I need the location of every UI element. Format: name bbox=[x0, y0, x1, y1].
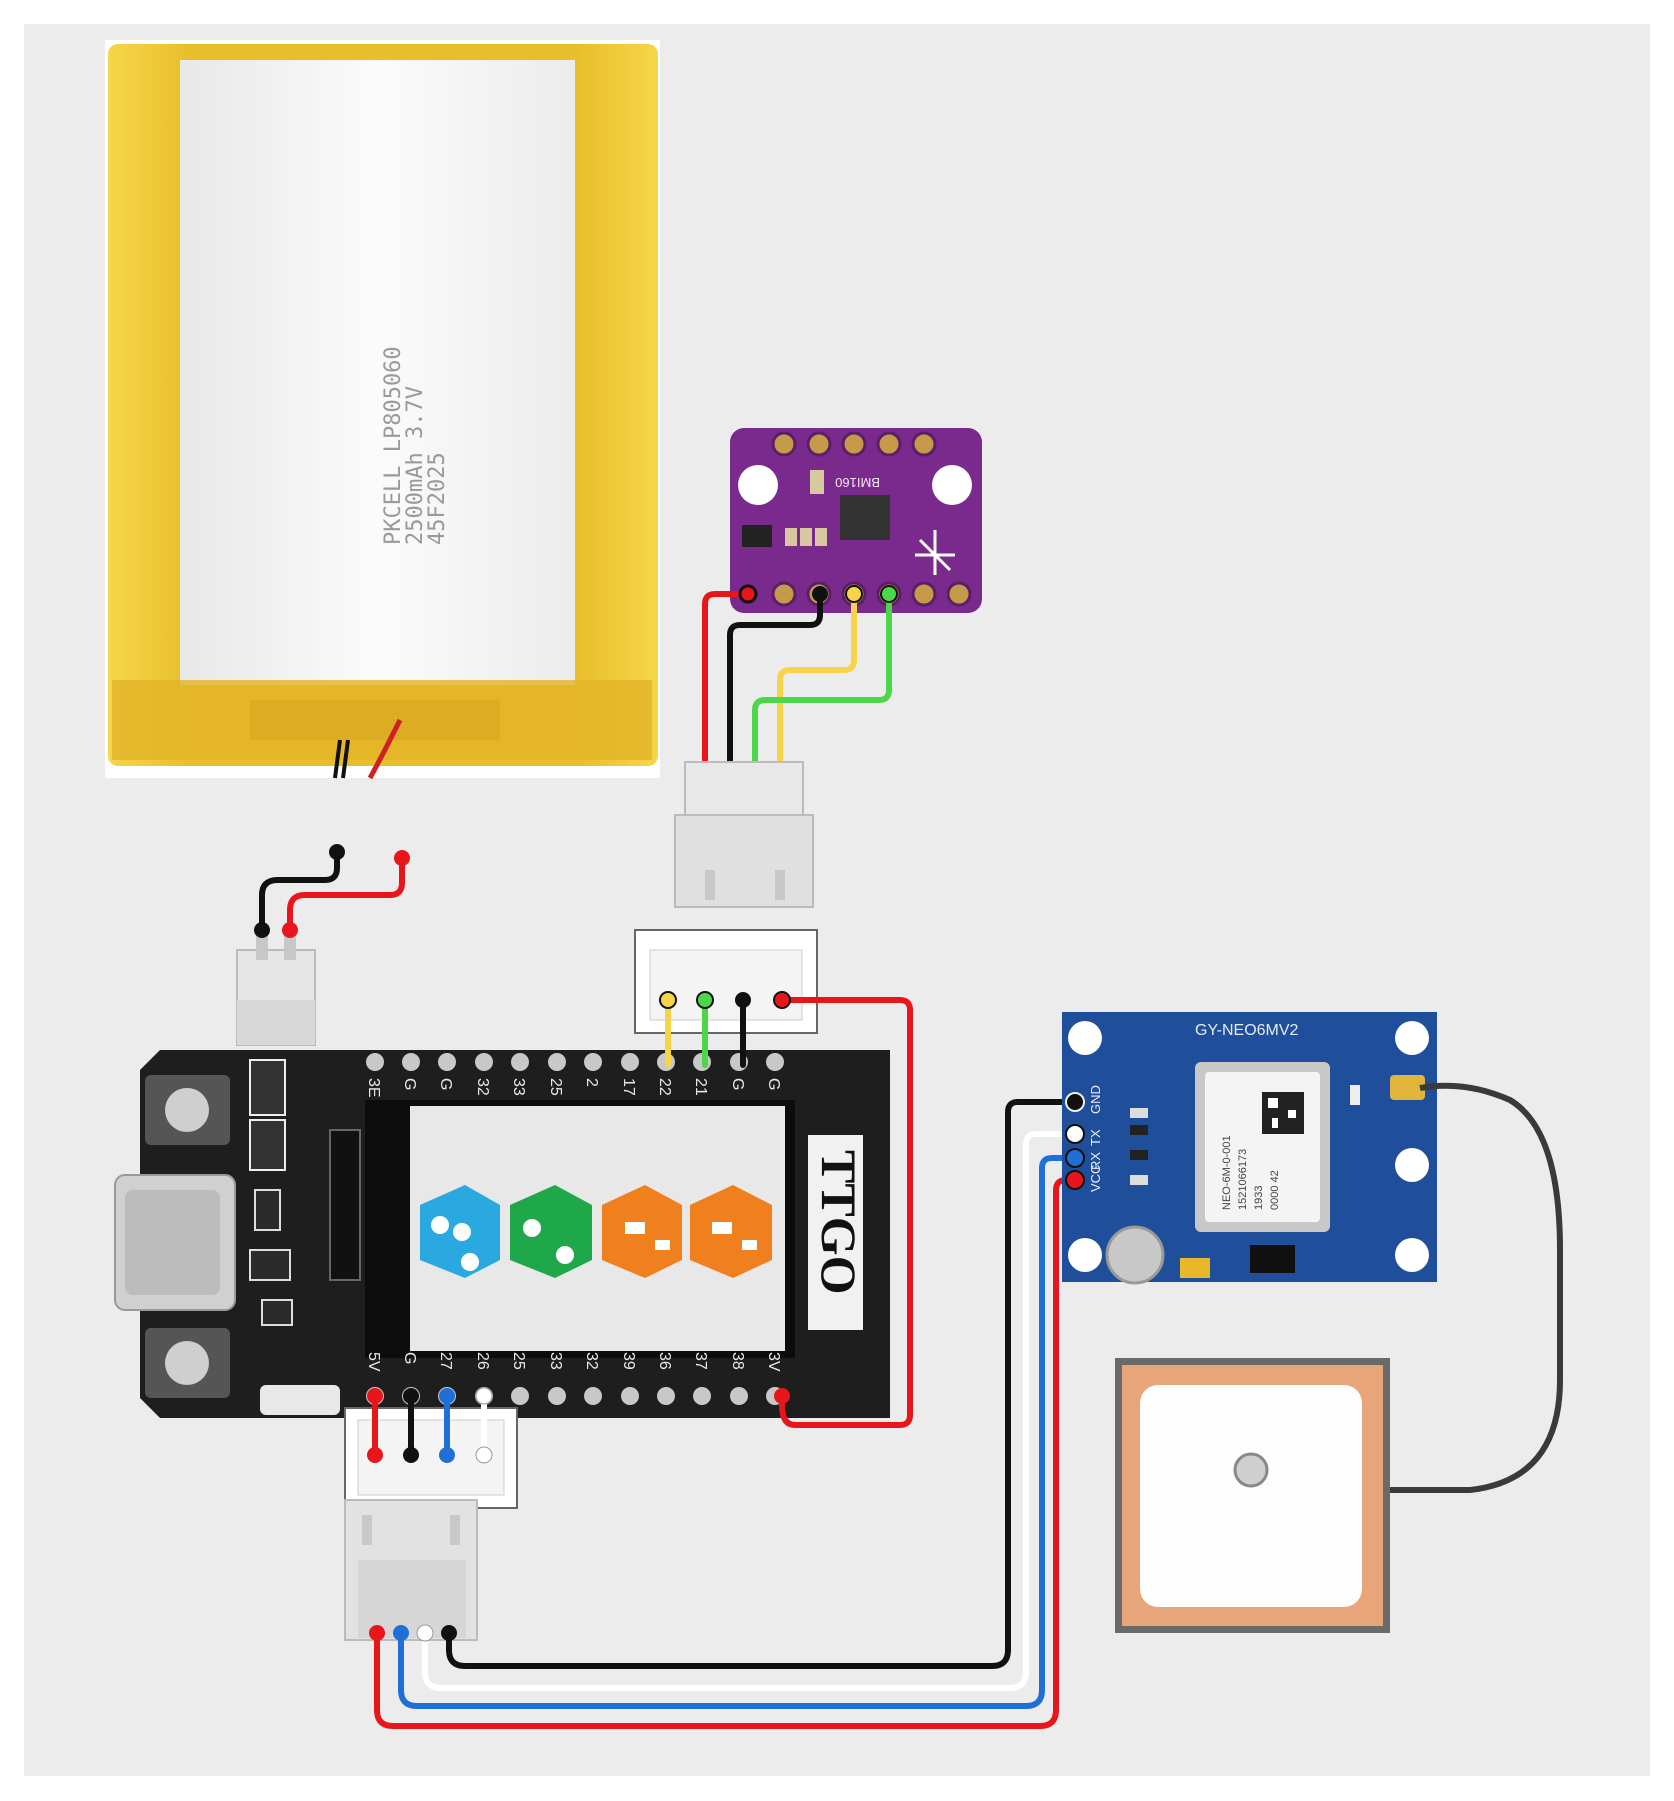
ttgo-top-pin-label: 17 bbox=[620, 1078, 637, 1096]
ttgo-bottom-pin-label: 36 bbox=[656, 1352, 673, 1370]
gps-board-title: GY-NEO6MV2 bbox=[1195, 1022, 1299, 1039]
ttgo-bottom-pin-label: 39 bbox=[620, 1352, 637, 1370]
imu-to-ttgo-wires bbox=[665, 997, 913, 1428]
battery-neg-tip bbox=[329, 844, 345, 860]
battery-label-line3: 45F2025 bbox=[425, 452, 450, 545]
gps-module: NEO-6M-0-001 1521066173 1933 0000 42 GY-NEO… bbox=[1062, 1012, 1437, 1285]
wire-vcc-3v bbox=[779, 997, 913, 1428]
battery-pos-tip bbox=[394, 850, 410, 866]
ttgo-logo-plate bbox=[808, 1135, 863, 1330]
gps-plug-pin-ends bbox=[369, 1624, 457, 1642]
imu-header-pin-ends bbox=[659, 991, 791, 1404]
imu-axis-icon bbox=[915, 530, 955, 575]
battery-neg-end bbox=[254, 922, 270, 938]
imu-chip bbox=[840, 495, 890, 540]
wire-imu-scl bbox=[777, 591, 857, 783]
battery-lead-wires bbox=[256, 849, 405, 960]
ttgo-top-pin-label: 33 bbox=[510, 1078, 527, 1096]
battery-label-line1: PKCELL LP805060 bbox=[381, 346, 406, 545]
ttgo-top-pin-label: 21 bbox=[692, 1078, 709, 1096]
imu-wires bbox=[702, 591, 892, 783]
ttgo-bottom-pin-label: 38 bbox=[729, 1352, 746, 1370]
ttgo-bottom-pin-label: 33 bbox=[547, 1352, 564, 1370]
ttgo-brand-label: TTGO bbox=[811, 1150, 867, 1294]
gps-pin-label: TX bbox=[1088, 1129, 1103, 1146]
lipo-battery: PKCELL LP805060 2500mAh 3.7V 45F2025 bbox=[105, 40, 660, 780]
ttgo-bottom-pin-label: 25 bbox=[510, 1352, 527, 1370]
screen-dice-graphics bbox=[420, 1185, 772, 1278]
imu-mount-hole-left bbox=[738, 465, 778, 505]
gps-pin-label: RX bbox=[1088, 1152, 1103, 1170]
battery-cell-face bbox=[180, 60, 575, 685]
ttgo-top-pin-label: G bbox=[437, 1078, 454, 1090]
wire-gps-gnd bbox=[446, 1099, 1078, 1669]
ttgo-bottom-pin-label: 5V bbox=[365, 1352, 382, 1372]
battery-pos-end bbox=[282, 922, 298, 938]
ttgo-top-pin-labels: 3E G G 32 33 25 2 17 22 21 G G bbox=[365, 1078, 782, 1098]
ttgo-top-pin-label: 3E bbox=[365, 1078, 382, 1098]
ttgo-bottom-pin-label: 37 bbox=[692, 1352, 709, 1370]
gps-battery-cap bbox=[1180, 1258, 1210, 1278]
gps-chip-text-line: 1521066173 bbox=[1237, 1149, 1249, 1210]
antenna-ceramic bbox=[1140, 1385, 1362, 1607]
gps-header-pin-ends bbox=[367, 1387, 493, 1464]
ttgo-bottom-pin-label: 27 bbox=[437, 1352, 454, 1370]
gps-chip-text-line: NEO-6M-0-001 bbox=[1221, 1135, 1233, 1210]
ttgo-top-pin-label: G bbox=[401, 1078, 418, 1090]
power-switch[interactable] bbox=[260, 1385, 340, 1415]
imu-top-pads bbox=[771, 431, 937, 457]
wire-imu-vcc bbox=[702, 591, 751, 783]
gps-ufl-connector bbox=[1390, 1075, 1425, 1100]
gps-header-wires bbox=[372, 1393, 487, 1458]
gps-chip-text: NEO-6M-0-001 1521066173 1933 0000 42 bbox=[1221, 1135, 1281, 1210]
gps-connector-plug bbox=[344, 1499, 478, 1641]
gps-pin-label: VCC bbox=[1088, 1165, 1103, 1192]
wire-imu-gnd bbox=[727, 591, 823, 783]
imu-mount-hole-right bbox=[932, 465, 972, 505]
gps-pin-label: GND bbox=[1088, 1085, 1103, 1114]
gps-chip-text-line: 0000 42 bbox=[1269, 1170, 1281, 1210]
wire-gps-vcc bbox=[374, 1177, 1078, 1729]
wire-gps-tx bbox=[422, 1131, 1078, 1691]
ttgo-bottom-pin-label: 32 bbox=[583, 1352, 600, 1370]
wire-imu-sda bbox=[752, 591, 892, 783]
battery-label-line2: 2500mAh 3.7V bbox=[403, 386, 428, 545]
ttgo-top-pin-label: G bbox=[729, 1078, 746, 1090]
imu-connector-plug bbox=[674, 761, 814, 908]
wire-gps-rx bbox=[398, 1155, 1078, 1709]
ttgo-top-pin-label: 2 bbox=[583, 1078, 600, 1087]
ttgo-top-pin-label: 22 bbox=[656, 1078, 673, 1096]
gps-wires bbox=[374, 1099, 1078, 1729]
gps-chip-text-line: 1933 bbox=[1253, 1186, 1265, 1210]
wire-battery-pos bbox=[287, 855, 405, 933]
imu-chip-label: BMI160 bbox=[835, 475, 880, 490]
gps-antenna-cable bbox=[1385, 1082, 1563, 1493]
wire-battery-neg bbox=[259, 849, 340, 933]
gps-backup-battery bbox=[1105, 1225, 1165, 1285]
ttgo-bottom-pin-label: G bbox=[401, 1352, 418, 1364]
ttgo-bottom-pin-label: 3V bbox=[765, 1352, 782, 1372]
ttgo-bottom-pin-labels: 5V G 27 26 25 33 32 39 36 37 38 3V bbox=[365, 1352, 782, 1372]
antenna-feed-point bbox=[1233, 1452, 1269, 1488]
ttgo-top-pin-label: 25 bbox=[547, 1078, 564, 1096]
ttgo-top-pin-label: 32 bbox=[474, 1078, 491, 1096]
imu-connector-socket bbox=[634, 929, 818, 1034]
gps-patch-antenna bbox=[1115, 1358, 1390, 1633]
ttgo-top-pin-label: G bbox=[765, 1078, 782, 1090]
ttgo-bottom-pin-label: 26 bbox=[474, 1352, 491, 1370]
